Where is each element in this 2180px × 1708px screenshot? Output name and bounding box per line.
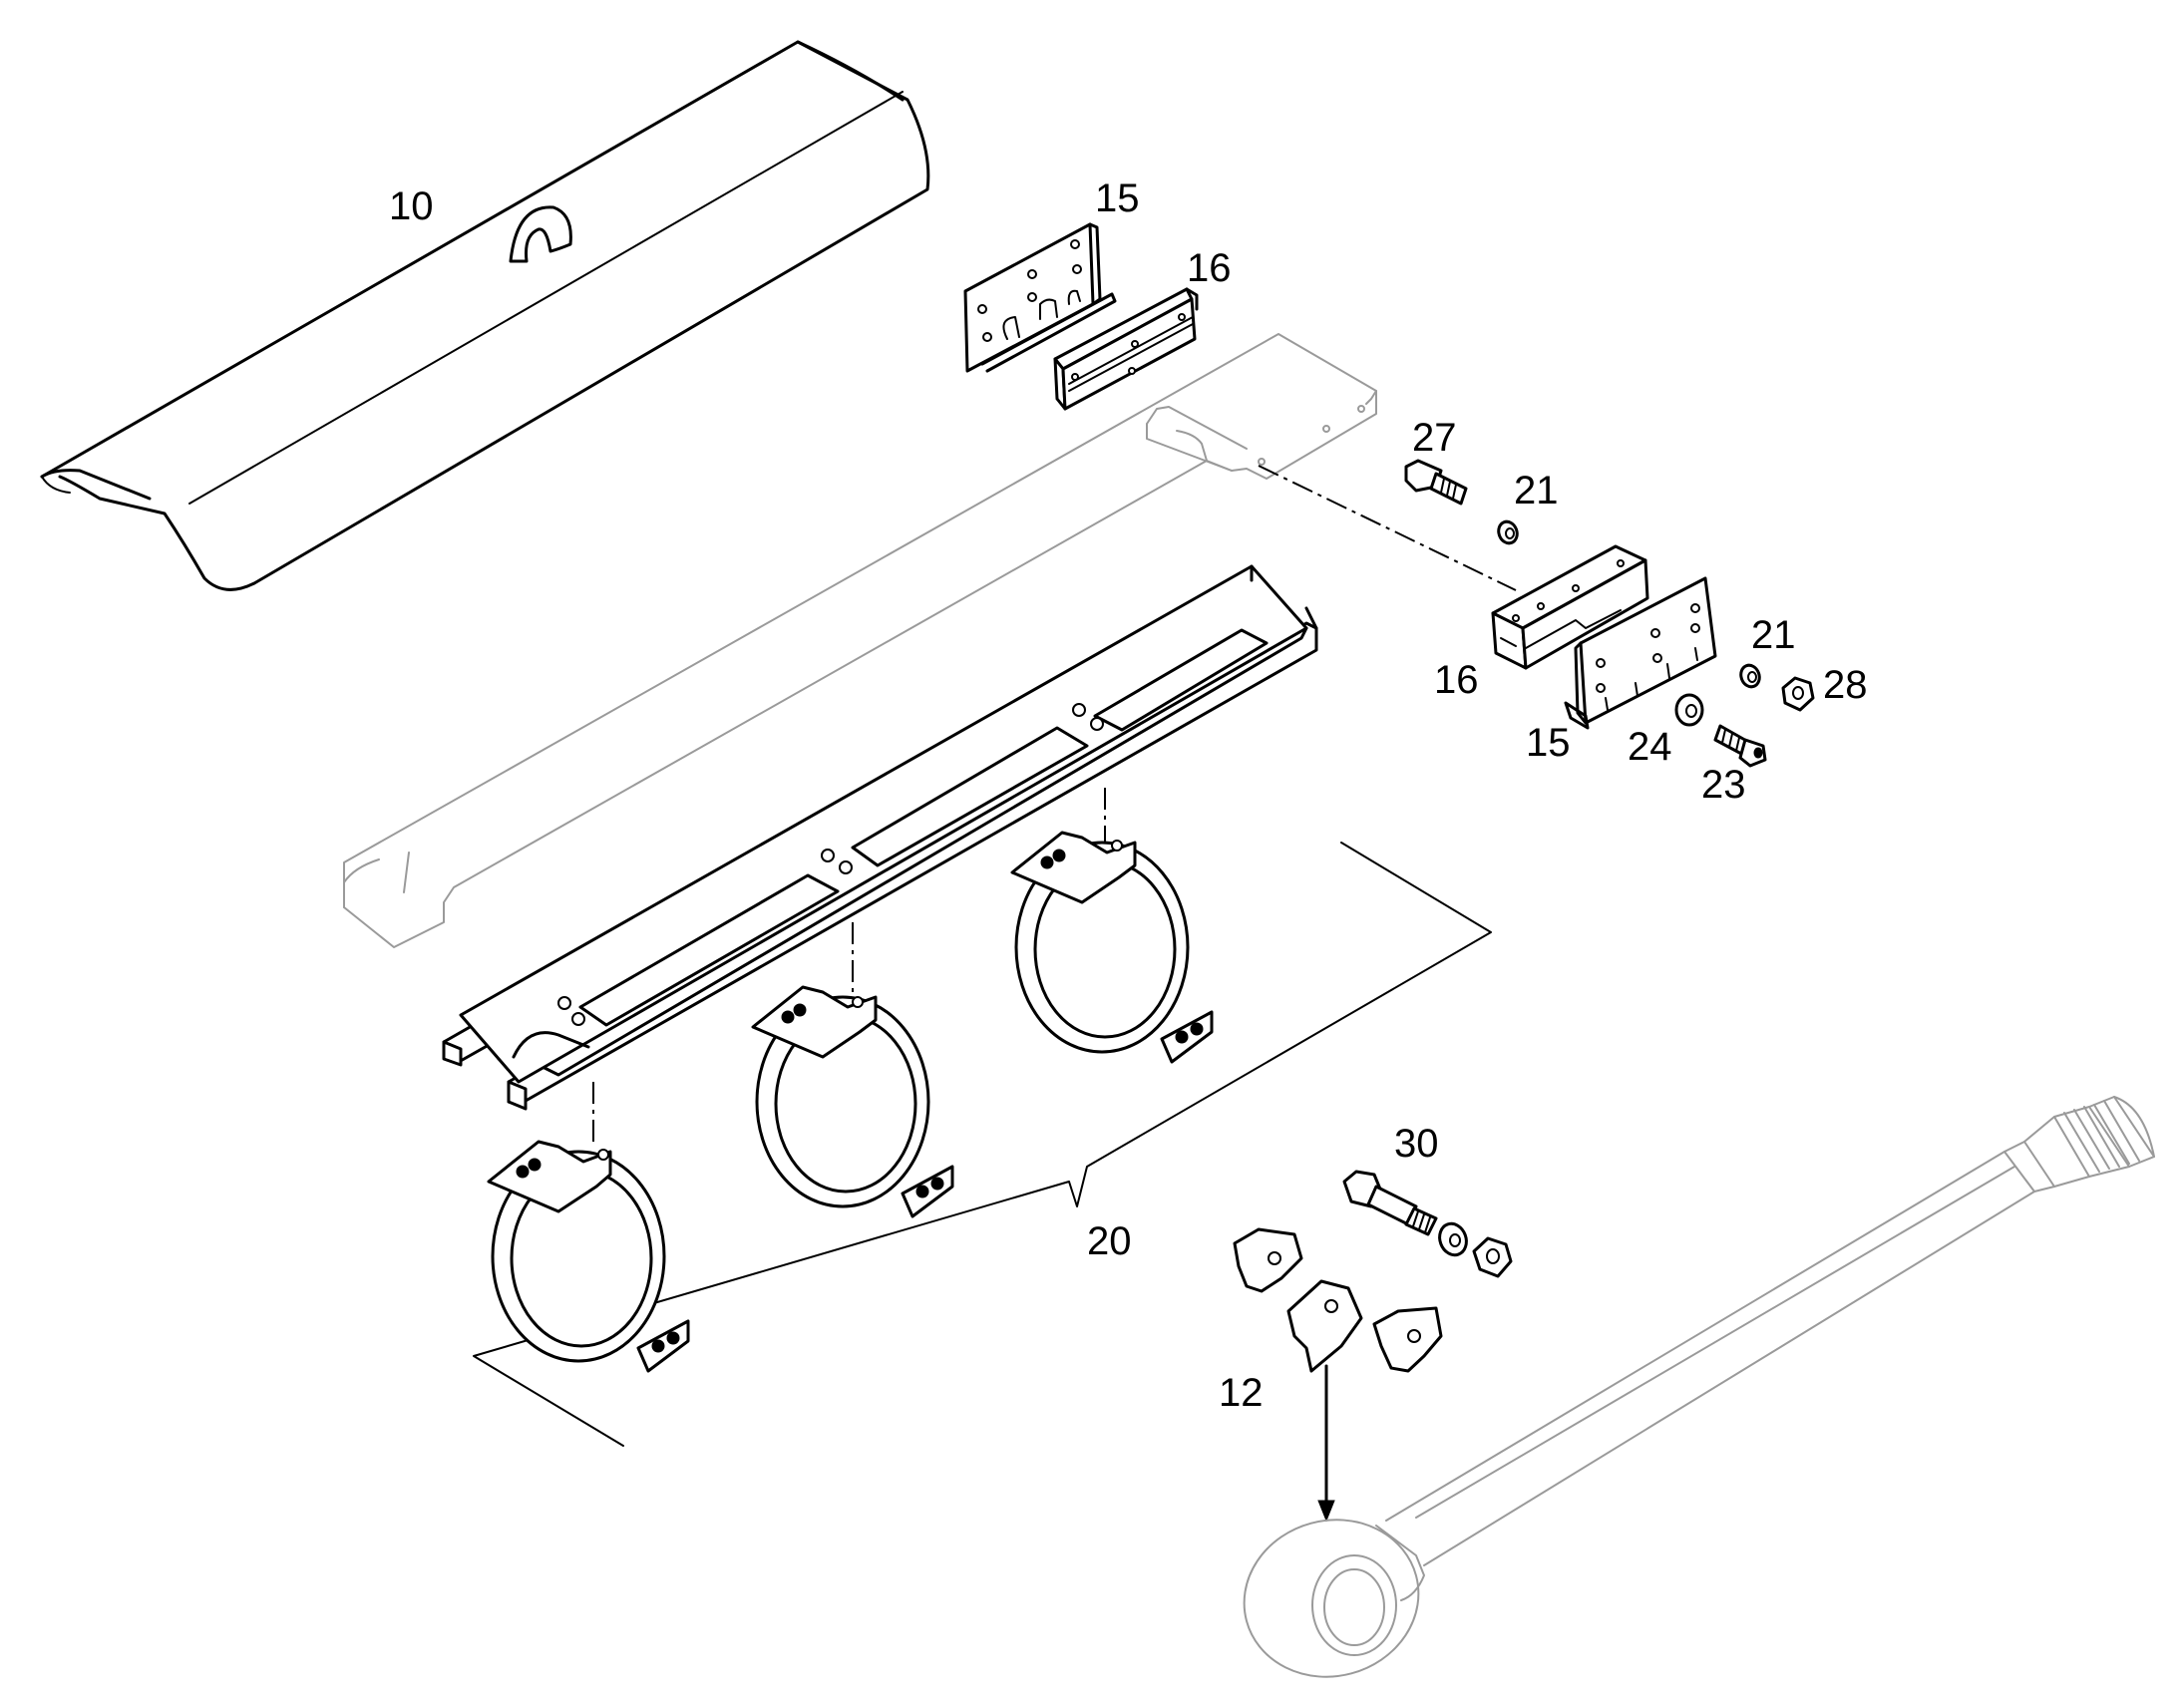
callout-15-top: 15 xyxy=(1095,176,1140,220)
callout-27: 27 xyxy=(1412,416,1457,460)
callout-30: 30 xyxy=(1394,1122,1439,1166)
part-16-block-right xyxy=(1491,544,1649,670)
callout-20: 20 xyxy=(1087,1219,1132,1263)
part-15-plate-top xyxy=(963,222,1117,373)
part-16-block-top xyxy=(1053,287,1199,411)
callout-labels: 10 15 16 27 21 21 28 16 15 24 23 30 20 1… xyxy=(389,176,1868,1415)
callout-10: 10 xyxy=(389,184,434,228)
part-28-nut xyxy=(1781,676,1815,712)
part-23-screw xyxy=(1713,724,1767,768)
callout-15-right: 15 xyxy=(1526,721,1571,765)
part-30-bolt xyxy=(1342,1170,1438,1236)
part-15-plate-right xyxy=(1564,576,1717,730)
part-21-washer-top xyxy=(1497,519,1519,545)
part-10-cover xyxy=(40,40,930,591)
callout-21-right: 21 xyxy=(1751,613,1796,657)
clamp-assembly-outline xyxy=(473,842,1492,1447)
callout-28: 28 xyxy=(1823,663,1868,707)
clamp-2 xyxy=(751,985,954,1218)
part-24-washer xyxy=(1674,693,1704,727)
clamp-1 xyxy=(487,1140,690,1373)
bracket-arrow xyxy=(1317,1364,1335,1523)
callout-23: 23 xyxy=(1701,763,1746,807)
callout-21-top: 21 xyxy=(1514,469,1559,512)
ghost-hydraulic-rod xyxy=(1243,1096,2155,1678)
callout-16-right: 16 xyxy=(1434,658,1479,702)
part-12-bracket xyxy=(1233,1227,1443,1373)
clamp-3 xyxy=(1010,831,1214,1064)
part-27-bolt xyxy=(1404,459,1468,506)
callout-12: 12 xyxy=(1219,1371,1264,1415)
callout-16-top: 16 xyxy=(1187,246,1232,290)
part-21-washer-right xyxy=(1739,663,1761,689)
alignment-lines xyxy=(592,465,1517,1147)
part-30-nut xyxy=(1472,1236,1513,1278)
ghost-arm xyxy=(343,333,1377,948)
callout-24: 24 xyxy=(1628,725,1672,769)
rail-frame xyxy=(442,564,1318,1111)
part-30-washer xyxy=(1438,1221,1468,1257)
